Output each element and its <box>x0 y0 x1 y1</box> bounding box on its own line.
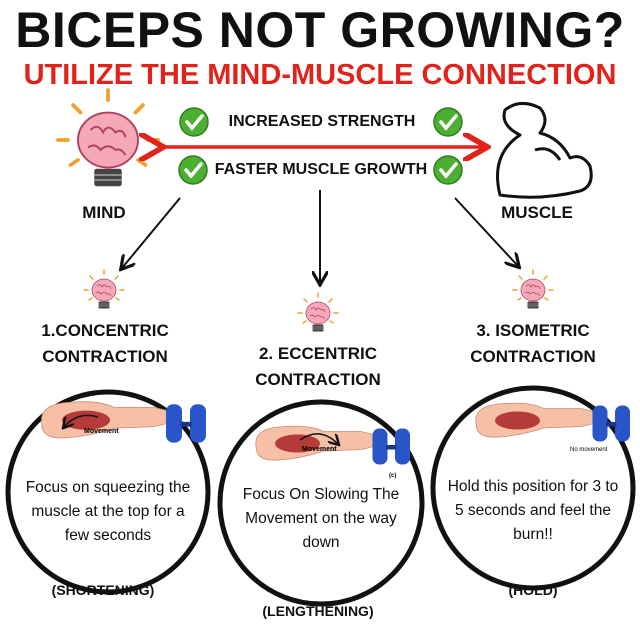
flexed-arm-icon <box>496 102 593 199</box>
shortening-label: (SHORTENING) <box>51 582 155 598</box>
mind-label: MIND <box>82 203 126 222</box>
movement-label: Movement <box>84 428 119 435</box>
brain-lightbulb-icon <box>83 269 125 310</box>
isometric-circle <box>430 385 636 591</box>
concentric-circle <box>5 389 211 595</box>
no-movement-label: No movement <box>570 447 608 453</box>
hold-label: (HOLD) <box>508 582 558 598</box>
arrow-to-concentric <box>122 197 181 268</box>
brain-lightbulb-icon <box>56 88 160 189</box>
brain-lightbulb-icon <box>297 292 339 333</box>
eccentric-description: Focus On Slowing The Movement on the way… <box>242 486 400 551</box>
isometric-description: Hold this position for 3 to 5 seconds an… <box>447 478 619 543</box>
page-title: BICEPS NOT GROWING? <box>15 2 625 58</box>
check-icon <box>178 106 210 138</box>
arrow-to-isometric <box>454 197 518 266</box>
check-icon <box>432 154 464 186</box>
check-icon <box>432 106 464 138</box>
page-subtitle: UTILIZE THE MIND-MUSCLE CONNECTION <box>23 59 617 91</box>
benefit-increased-strength: INCREASED STRENGTH <box>228 113 416 130</box>
muscle-label: MUSCLE <box>501 203 573 222</box>
benefit-faster-muscle-growth: FASTER MUSCLE GROWTH <box>214 161 428 178</box>
concentric-description: Focus on squeezing the muscle at the top… <box>25 479 191 544</box>
figure-tag: (c) <box>389 473 397 479</box>
lengthening-label: (LENGTHENING) <box>262 603 374 619</box>
check-icon <box>177 154 209 186</box>
movement-label: Movement <box>302 446 337 453</box>
brain-lightbulb-icon <box>512 269 554 310</box>
